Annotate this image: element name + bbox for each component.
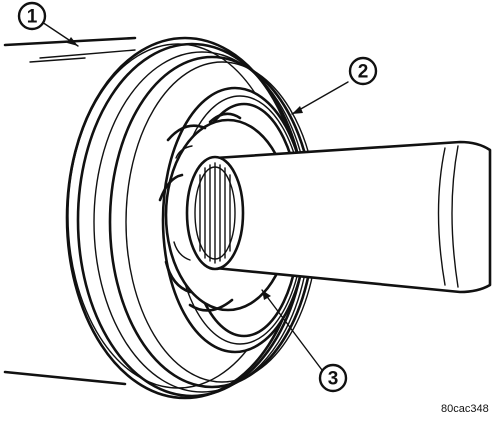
- callout-3-label: 3: [328, 369, 339, 390]
- callout-1-label: 1: [27, 7, 38, 28]
- callout-2: 2: [348, 56, 378, 86]
- callout-3: 3: [318, 363, 348, 393]
- leader-lines: [41, 21, 349, 371]
- reference-code: 80cac348: [441, 403, 489, 415]
- callout-1: 1: [17, 1, 47, 31]
- callout-2-label: 2: [358, 62, 369, 83]
- splined-shaft: [185, 140, 492, 294]
